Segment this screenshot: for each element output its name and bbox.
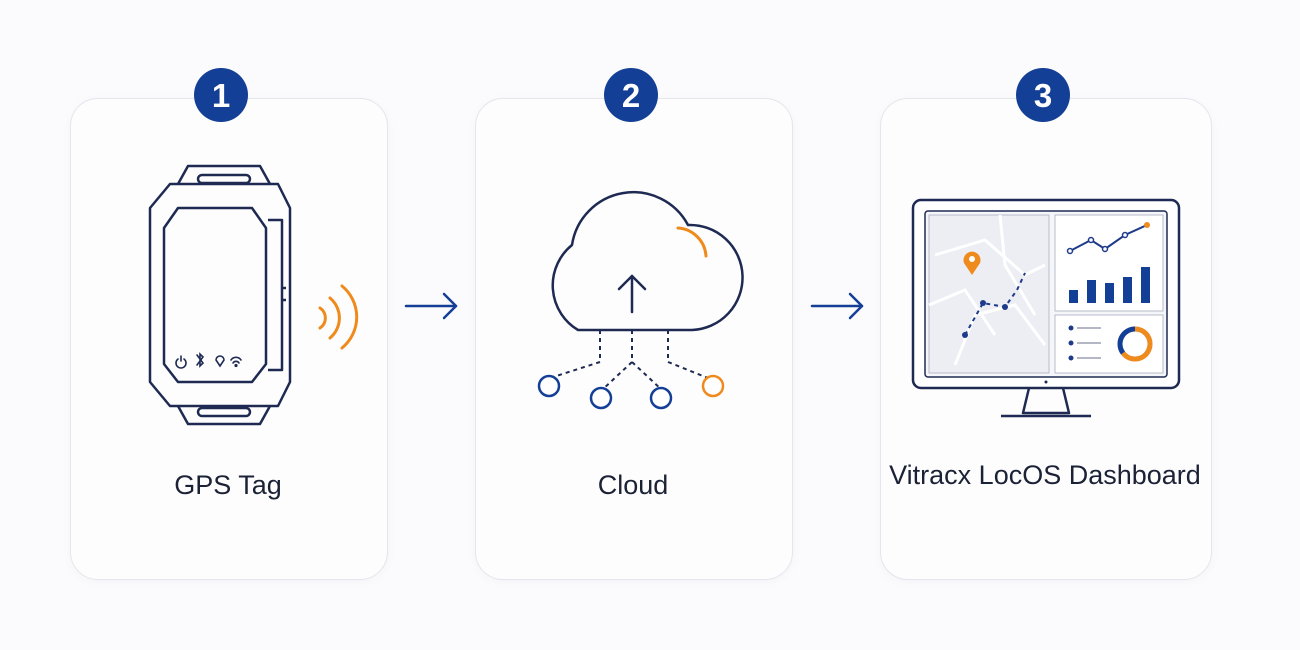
monitor-dashboard-icon — [911, 198, 1181, 418]
step-card-cloud — [475, 98, 793, 580]
gps-tag-device-icon — [148, 164, 359, 426]
arrow-right-icon — [404, 292, 458, 320]
step-label-dashboard: Vitracx LocOS Dashboard — [889, 460, 1201, 490]
step-card-gps-tag — [70, 98, 388, 580]
step-label-cloud: Cloud — [597, 470, 669, 500]
step-number-badge: 3 — [1016, 68, 1070, 122]
arrow-right-icon — [810, 292, 864, 320]
cloud-upload-icon — [537, 191, 744, 410]
step-number-badge: 2 — [604, 68, 658, 122]
signal-waves-icon — [318, 284, 359, 350]
step-label-gps-tag: GPS Tag — [174, 470, 282, 500]
step-number-badge: 1 — [194, 68, 248, 122]
